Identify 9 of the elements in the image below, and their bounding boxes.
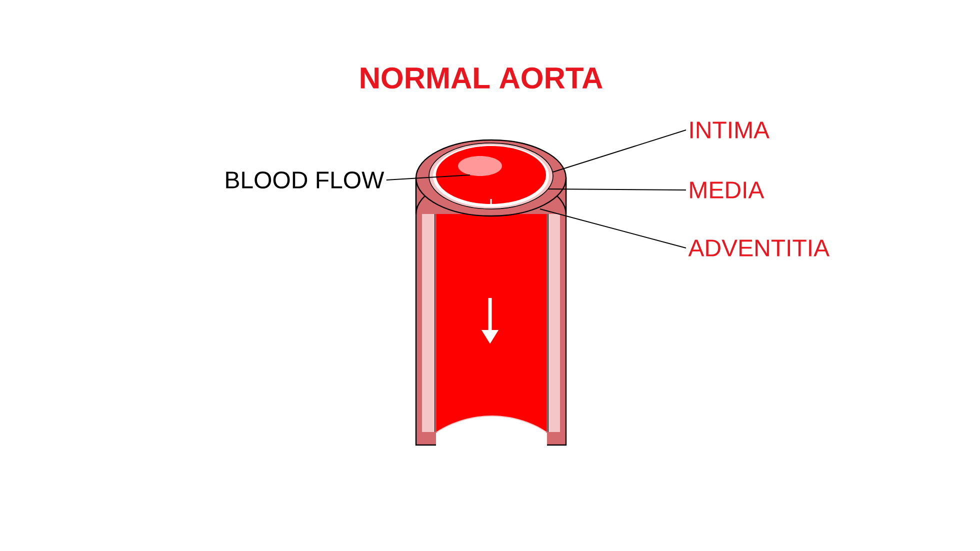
leader-line — [386, 174, 470, 180]
leader-line — [548, 188, 686, 190]
part-label: BLOOD FLOW — [226, 172, 384, 188]
title: NORMAL AORTA — [360, 67, 602, 89]
part-label: ADVENTITIA — [688, 240, 830, 256]
part-label: INTIMA — [690, 122, 770, 138]
leader-line — [552, 130, 686, 172]
leader-line — [540, 208, 686, 248]
part-label: MEDIA — [690, 182, 764, 198]
